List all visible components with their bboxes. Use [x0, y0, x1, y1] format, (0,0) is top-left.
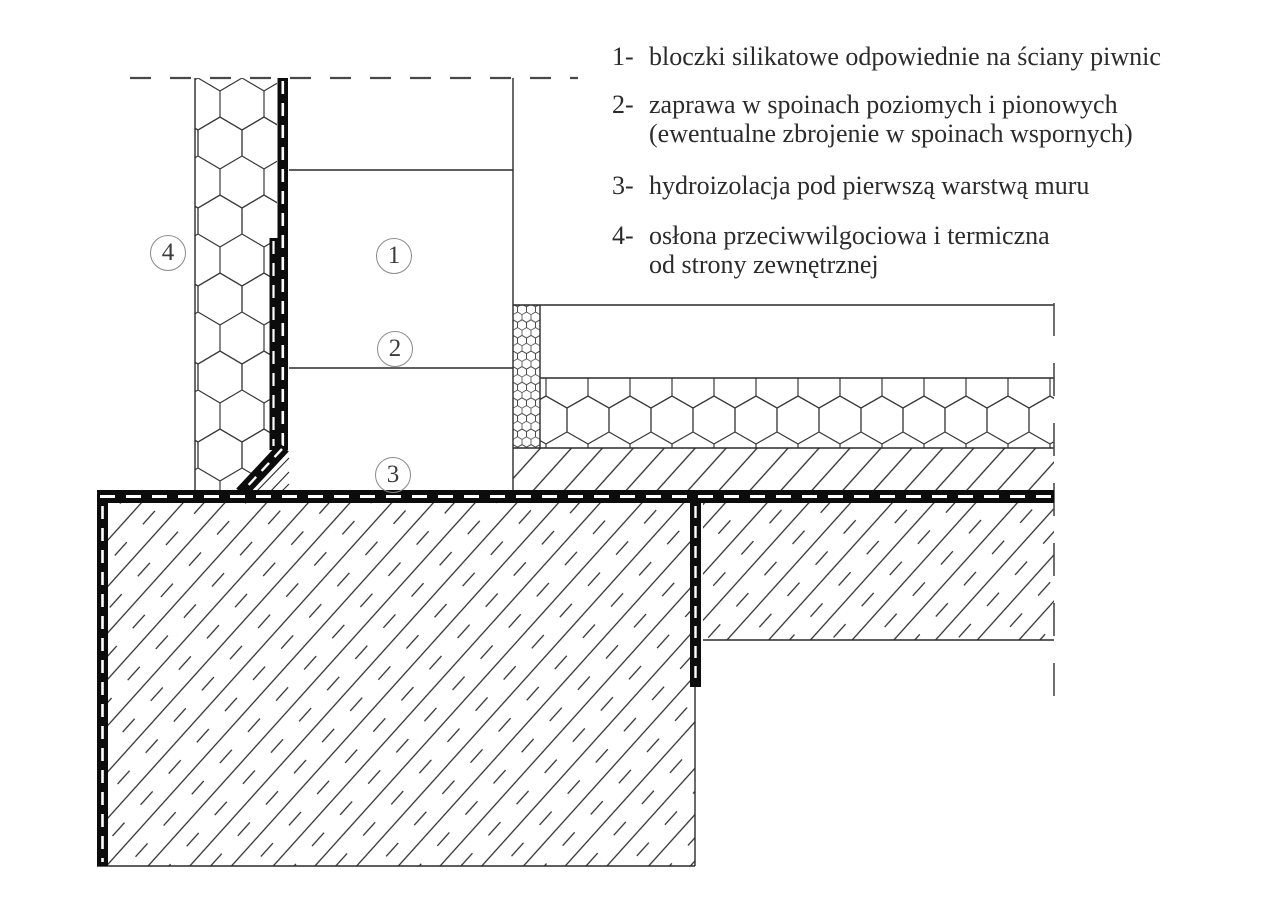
callout-1: 1	[376, 238, 412, 274]
legend-item-2-text2: (ewentualne zbrojenie w spoinach wsporny…	[649, 119, 1133, 148]
legend-item-3-text: hydroizolacja pod pierwszą warstwą muru	[649, 171, 1090, 200]
legend-item-2-number: 2-	[612, 90, 634, 119]
legend-item-2-text: zaprawa w spoinach poziomych i pionowych	[649, 90, 1118, 119]
callout-3: 3	[375, 457, 411, 493]
floor-slab-hatch	[513, 448, 1054, 490]
callout-2: 2	[377, 331, 413, 367]
legend-item-1-text: bloczki silikatowe odpowiednie na ściany…	[649, 42, 1161, 71]
floor-insulation-band	[540, 378, 1054, 448]
legend-item-4: 4- osłona przeciwwilgociowa i termiczna …	[612, 221, 1050, 279]
subsoil-right	[703, 503, 1054, 640]
edge-insulation-strip	[513, 305, 540, 448]
callout-4: 4	[150, 235, 186, 271]
membrane-layers	[97, 78, 1054, 866]
callout-1-label: 1	[387, 242, 401, 269]
callout-4-label: 4	[161, 239, 175, 266]
legend-item-3-number: 3-	[612, 171, 634, 200]
legend-item-4-text2: od strony zewnętrznej	[649, 250, 879, 279]
break-lines	[130, 76, 1055, 706]
legend-item-4-number: 4-	[612, 221, 634, 250]
callout-2-label: 2	[388, 335, 402, 362]
foundation-block	[108, 503, 695, 866]
callout-3-label: 3	[386, 461, 400, 488]
legend-item-1: 1- bloczki silikatowe odpowiednie na ści…	[612, 42, 1161, 71]
insulation-wall-column	[195, 78, 277, 490]
legend-item-1-number: 1-	[612, 42, 634, 71]
legend-item-4-text: osłona przeciwwilgociowa i termiczna	[649, 221, 1050, 250]
structure-lines	[97, 78, 1054, 867]
legend-item-2: 2- zaprawa w spoinach poziomych i pionow…	[612, 90, 1133, 148]
legend-item-3: 3- hydroizolacja pod pierwszą warstwą mu…	[612, 171, 1089, 200]
